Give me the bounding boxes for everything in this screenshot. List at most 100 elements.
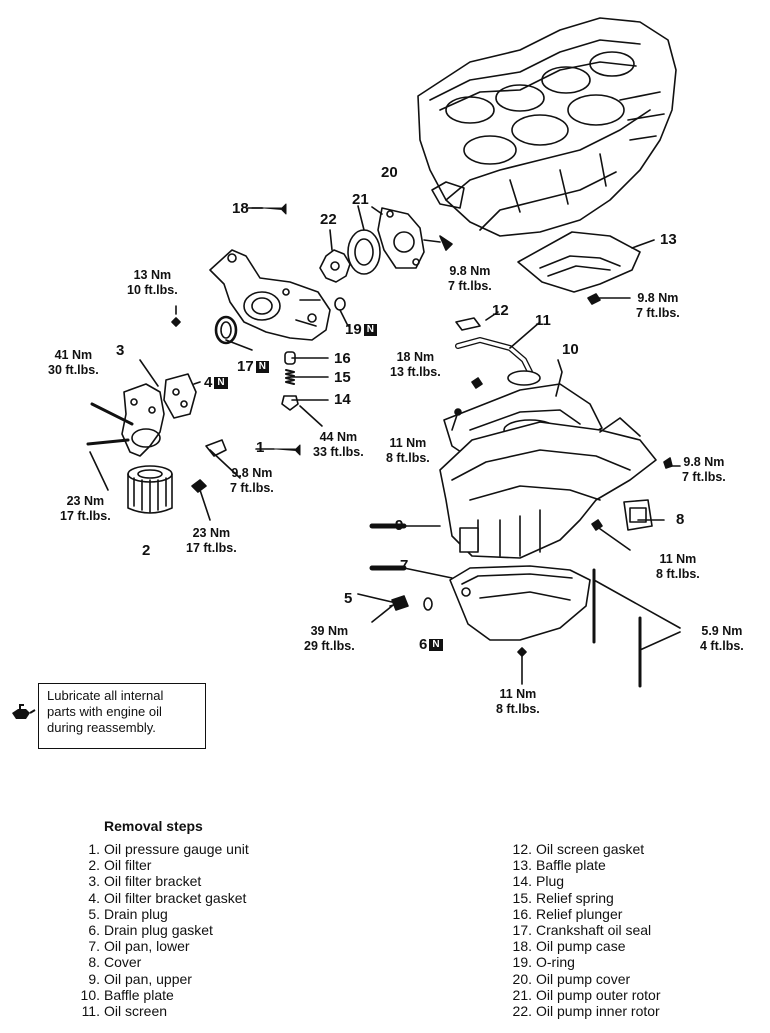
step-label: Oil pump outer rotor — [536, 986, 661, 1003]
torque-nm: 13 Nm — [133, 268, 172, 282]
torque-nm: 9.8 Nm — [637, 291, 679, 305]
removal-step-item: 1.Oil pressure gauge unit — [78, 841, 248, 857]
step-number: 22. — [512, 1003, 532, 1020]
removal-step-item: 9.Oil pan, upper — [78, 971, 249, 987]
step-number: 13. — [512, 857, 532, 874]
torque-ftlbs: 7 ft.lbs. — [230, 481, 274, 495]
step-number: 11. — [81, 1003, 100, 1020]
step-label: Oil screen gasket — [536, 841, 645, 857]
removal-steps-title: Removal steps — [104, 818, 203, 834]
note-line: parts with engine oil — [47, 704, 162, 719]
torque-ftlbs: 8 ft.lbs. — [496, 702, 540, 716]
step-label: Oil pump inner rotor — [536, 1003, 660, 1020]
step-number: 19. — [512, 954, 532, 971]
callout-22: 22 — [320, 211, 337, 228]
callout-13: 13 — [660, 231, 677, 248]
torque-nm: 5.9 Nm — [701, 624, 743, 638]
step-number: 9. — [88, 970, 100, 987]
callout-10: 10 — [562, 341, 579, 358]
step-number: 16. — [512, 905, 532, 922]
step-number: 14. — [512, 873, 532, 890]
callout-21: 21 — [352, 191, 369, 208]
callout-16: 16 — [334, 350, 351, 367]
step-label: Oil pan, upper — [104, 970, 192, 987]
step-number: 12. — [512, 841, 532, 857]
step-label: Plug — [536, 873, 565, 890]
removal-step-item: 8.Cover — [78, 954, 249, 970]
callout-14: 14 — [334, 391, 351, 408]
step-label: Oil filter — [104, 857, 152, 874]
removal-step-item: 12.Oil screen gasket — [510, 841, 661, 857]
step-label: Relief plunger — [536, 905, 623, 922]
callout-18: 18 — [232, 200, 249, 217]
step-label: Oil pan, lower — [104, 938, 190, 955]
step-label: O-ring — [536, 954, 575, 971]
callout-17-number: 17 — [237, 358, 254, 375]
callout-12: 12 — [492, 302, 509, 319]
step-label: Oil screen — [104, 1003, 168, 1020]
step-number: 15. — [512, 889, 532, 906]
torque-nm: 41 Nm — [54, 348, 93, 362]
step-label: Oil pump cover — [536, 970, 631, 987]
step-label: Relief spring — [536, 889, 614, 906]
torque-nm: 18 Nm — [396, 350, 435, 364]
callout-6-number: 6 — [419, 636, 428, 653]
torque-nm: 11 Nm — [659, 552, 697, 566]
step-number: 17. — [512, 922, 532, 939]
step-label: Drain plug gasket — [104, 922, 213, 939]
new-part-badge: N — [363, 324, 377, 336]
torque-ftlbs: 17 ft.lbs. — [186, 541, 237, 555]
step-label: Oil filter bracket gasket — [104, 889, 247, 906]
torque-ftlbs: 7 ft.lbs. — [448, 279, 492, 293]
callout-9: 9 — [395, 517, 404, 534]
removal-step-item: 14.Plug — [510, 873, 661, 889]
torque-ftlbs: 8 ft.lbs. — [656, 567, 700, 581]
step-label: Crankshaft oil seal — [536, 922, 652, 939]
callout-11: 11 — [535, 312, 551, 329]
step-label: Baffle plate — [536, 857, 606, 874]
torque-ftlbs: 7 ft.lbs. — [682, 470, 726, 484]
callout-3: 3 — [116, 342, 125, 359]
removal-step-item: 13.Baffle plate — [510, 857, 661, 873]
removal-step-item: 17.Crankshaft oil seal — [510, 922, 661, 938]
torque-nm: 11 Nm — [499, 687, 537, 701]
exploded-parts-diagram — [86, 17, 681, 688]
new-part-badge: N — [255, 361, 269, 373]
torque-nm: 23 Nm — [66, 494, 105, 508]
step-number: 20. — [512, 970, 532, 987]
removal-step-item: 19.O-ring — [510, 954, 661, 970]
removal-step-item: 16.Relief plunger — [510, 906, 661, 922]
torque-nm: 11 Nm — [389, 436, 427, 450]
torque-ftlbs: 4 ft.lbs. — [700, 639, 744, 653]
step-label: Oil pump case — [536, 938, 626, 955]
torque-nm: 39 Nm — [310, 624, 349, 638]
callout-8: 8 — [676, 511, 685, 528]
callout-2: 2 — [142, 542, 151, 559]
step-number: 3. — [88, 873, 100, 890]
removal-step-item: 7.Oil pan, lower — [78, 938, 249, 954]
step-number: 5. — [88, 905, 100, 922]
oil-can-icon — [12, 704, 36, 719]
new-part-badge: N — [429, 639, 443, 651]
callout-5: 5 — [344, 590, 353, 607]
removal-step-item: 6.Drain plug gasket — [78, 922, 249, 938]
step-number: 18. — [512, 938, 532, 955]
torque-nm: 23 Nm — [192, 526, 231, 540]
note-line: Lubricate all internal — [47, 688, 164, 703]
